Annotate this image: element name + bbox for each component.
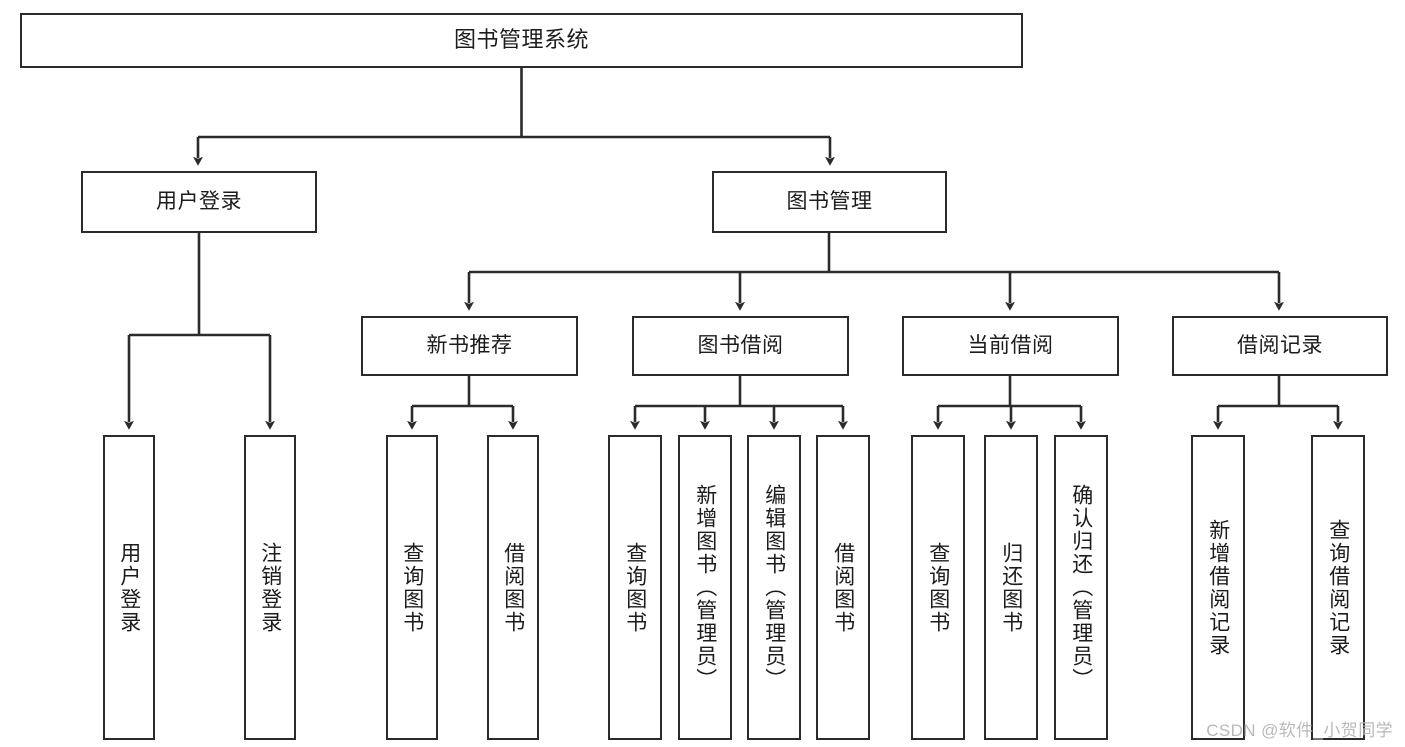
node-book-management-label: 图书管理: [786, 190, 873, 214]
node-book-borrow[interactable]: 图书借阅: [632, 316, 849, 376]
leaf-node-label: 查询图书: [623, 541, 647, 634]
node-borrow-record[interactable]: 借阅记录: [1172, 316, 1388, 376]
leaf-node[interactable]: 借阅图书: [487, 435, 539, 740]
leaf-node-label: 查询图书: [400, 541, 424, 634]
leaf-node[interactable]: 查询图书: [608, 435, 662, 740]
leaf-node-label: 借阅图书: [501, 541, 525, 634]
node-user-login[interactable]: 用户登录: [81, 171, 317, 233]
node-current-borrow[interactable]: 当前借阅: [902, 316, 1119, 376]
leaf-node[interactable]: 新增借阅记录: [1191, 435, 1245, 740]
leaf-node[interactable]: 用户登录: [103, 435, 155, 740]
leaf-node-label: 查询图书: [926, 541, 950, 634]
node-book-borrow-label: 图书借阅: [697, 334, 784, 358]
leaf-node-label: 新增图书（管理员）: [693, 484, 717, 691]
node-root[interactable]: 图书管理系统: [20, 13, 1023, 68]
node-new-book-recommend-label: 新书推荐: [426, 334, 513, 358]
leaf-node[interactable]: 查询借阅记录: [1311, 435, 1365, 740]
leaf-node-label: 确认归还（管理员）: [1069, 484, 1093, 691]
node-book-management[interactable]: 图书管理: [712, 171, 947, 233]
node-user-login-label: 用户登录: [156, 190, 242, 214]
leaf-node-label: 归还图书: [999, 541, 1023, 634]
node-root-label: 图书管理系统: [453, 27, 589, 53]
leaf-node-label: 编辑图书（管理员）: [762, 484, 786, 691]
node-borrow-record-label: 借阅记录: [1237, 334, 1323, 358]
leaf-node-label: 注销登录: [258, 541, 282, 634]
leaf-node[interactable]: 查询图书: [911, 435, 965, 740]
leaf-node[interactable]: 新增图书（管理员）: [678, 435, 732, 740]
watermark: CSDN @软件_小贺同学: [1206, 721, 1393, 740]
leaf-node[interactable]: 归还图书: [984, 435, 1038, 740]
node-new-book-recommend[interactable]: 新书推荐: [361, 316, 578, 376]
leaf-node[interactable]: 注销登录: [244, 435, 296, 740]
leaf-node-label: 借阅图书: [831, 541, 855, 634]
leaf-node-label: 查询借阅记录: [1326, 518, 1350, 657]
leaf-node[interactable]: 编辑图书（管理员）: [747, 435, 801, 740]
leaf-node[interactable]: 借阅图书: [816, 435, 870, 740]
node-current-borrow-label: 当前借阅: [967, 334, 1054, 358]
leaf-node-label: 用户登录: [117, 541, 141, 634]
leaf-node[interactable]: 确认归还（管理员）: [1054, 435, 1108, 740]
leaf-node-label: 新增借阅记录: [1206, 518, 1230, 657]
leaf-node[interactable]: 查询图书: [386, 435, 438, 740]
